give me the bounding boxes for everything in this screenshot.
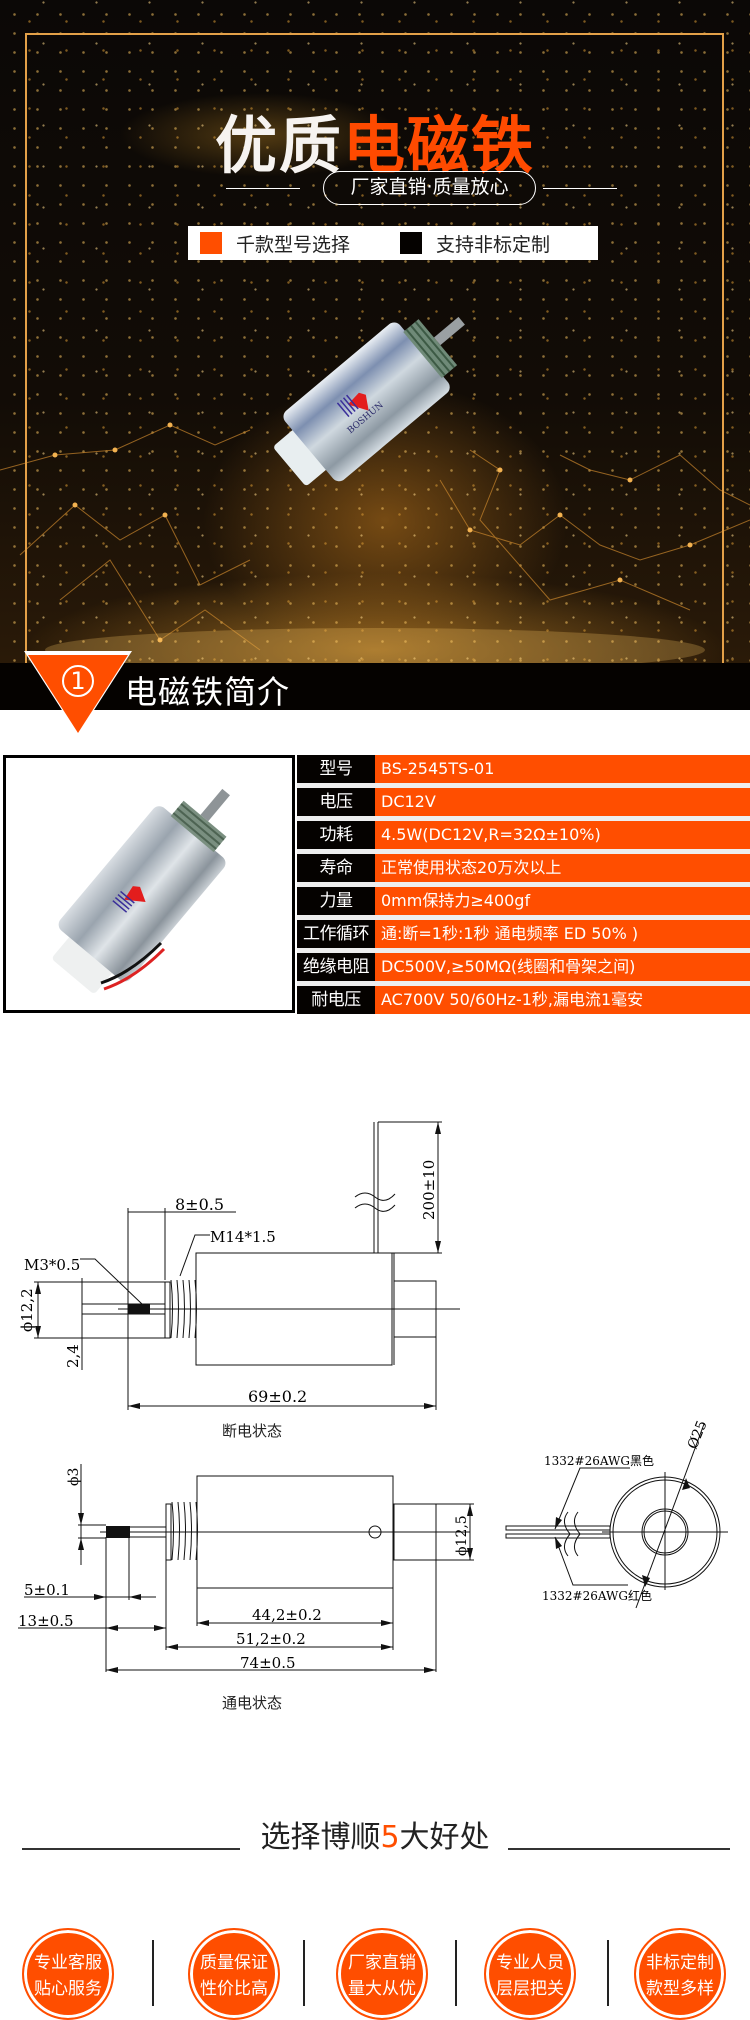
- feature-badges: 千款型号选择 支持非标定制: [188, 226, 598, 260]
- network-lines-decoration: [0, 422, 750, 663]
- svg-text:44,2±0.2: 44,2±0.2: [252, 1606, 322, 1624]
- svg-text:5±0.1: 5±0.1: [24, 1581, 70, 1599]
- benefits-heading: 选择博顺5大好处: [260, 1820, 490, 1855]
- spec-label: 工作循环: [297, 920, 375, 948]
- spec-value: BS-2545TS-01: [375, 755, 750, 783]
- svg-text:69±0.2: 69±0.2: [248, 1387, 307, 1406]
- row-separator: [297, 882, 750, 887]
- title-orange: 电磁铁: [343, 109, 536, 182]
- spec-value: DC500V,≥50MΩ(线圈和骨架之间): [375, 953, 750, 981]
- benefit-customer-service: 专业客服贴心服务: [22, 1928, 114, 2020]
- row-separator: [297, 849, 750, 854]
- spec-row-duty-cycle: 工作循环通:断=1秒:1秒 通电频率 ED 50% ): [297, 920, 750, 948]
- svg-text:Ø25: Ø25: [685, 1420, 711, 1451]
- benefit-inspection: 专业人员层层把关: [484, 1928, 576, 2020]
- banner-title: 优质电磁铁: [0, 95, 750, 185]
- caption-off-state: 断电状态: [222, 1422, 283, 1440]
- slogan-line-right: [543, 188, 617, 189]
- svg-text:13±0.5: 13±0.5: [18, 1612, 74, 1630]
- divider: [455, 1940, 457, 2006]
- slogan-line-left: [226, 188, 300, 189]
- svg-text:2,4: 2,4: [64, 1344, 82, 1368]
- spec-row-lifespan: 寿命正常使用状态20万次以上: [297, 854, 750, 882]
- orange-square-icon: [200, 232, 222, 254]
- row-separator: [297, 783, 750, 788]
- svg-text:ϕ3: ϕ3: [66, 1468, 82, 1486]
- svg-text:1332#26AWG黑色: 1332#26AWG黑色: [544, 1454, 654, 1468]
- svg-text:M3*0.5: M3*0.5: [24, 1256, 80, 1274]
- divider: [303, 1940, 305, 2006]
- row-separator: [297, 816, 750, 821]
- benefit-direct-sales: 厂家直销量大从优: [336, 1928, 428, 2020]
- divider: [152, 1940, 154, 2006]
- benefit-quality: 质量保证性价比高: [188, 1928, 280, 2020]
- heading-line-right: [508, 1848, 730, 1850]
- svg-text:51,2±0.2: 51,2±0.2: [236, 1630, 306, 1648]
- svg-text:8±0.5: 8±0.5: [175, 1195, 224, 1214]
- gold-sparkle-background: [0, 0, 750, 663]
- badge-model-choice: 千款型号选择: [236, 233, 351, 256]
- section-number-badge: 1: [62, 665, 94, 697]
- svg-text:1332#26AWG红色: 1332#26AWG红色: [542, 1588, 652, 1603]
- title-white: 优质: [214, 109, 343, 182]
- svg-text:74±0.5: 74±0.5: [240, 1654, 296, 1672]
- row-separator: [297, 948, 750, 953]
- spec-value: 通:断=1秒:1秒 通电频率 ED 50% ): [375, 920, 750, 948]
- spec-value: 正常使用状态20万次以上: [375, 854, 750, 882]
- spec-label: 寿命: [297, 854, 375, 882]
- solenoid-product-image: BOSHUN: [274, 316, 465, 486]
- svg-text:200±10: 200±10: [420, 1160, 438, 1220]
- drawing-on-state: 5±0.1 13±0.5 44,2±0.2 51,2±0.2 74±0.5 ϕ3…: [18, 1464, 474, 1673]
- spec-label: 电压: [297, 788, 375, 816]
- spec-value: 4.5W(DC12V,R=32Ω±10%): [375, 821, 750, 849]
- heading-line-left: [22, 1848, 240, 1850]
- spec-value: DC12V: [375, 788, 750, 816]
- slogan-pill: 厂家直销·质量放心: [323, 171, 536, 205]
- hero-banner: 优质电磁铁 厂家直销·质量放心 千款型号选择 支持非标定制 BOSHUN: [0, 0, 750, 663]
- section-title: 电磁铁简介: [125, 673, 291, 711]
- black-square-icon: [400, 232, 422, 254]
- svg-text:ϕ12,5: ϕ12,5: [454, 1515, 470, 1556]
- spec-label: 功耗: [297, 821, 375, 849]
- benefit-custom: 非标定制款型多样: [634, 1928, 726, 2020]
- gold-frame: [25, 33, 724, 663]
- svg-text:M14*1.5: M14*1.5: [210, 1228, 276, 1246]
- row-separator: [297, 981, 750, 986]
- badge-custom: 支持非标定制: [436, 233, 551, 256]
- drawing-end-view: 1332#26AWG黑色 1332#26AWG红色 Ø25: [505, 1420, 728, 1609]
- divider: [607, 1940, 609, 2006]
- caption-on-state: 通电状态: [222, 1694, 283, 1712]
- spec-label: 耐电压: [297, 986, 375, 1014]
- drawing-off-state: 8±0.5 M14*1.5 M3*0.5 69±0.2 200±10 ϕ12,2…: [18, 1121, 460, 1410]
- spec-product-image: [3, 755, 295, 1013]
- spec-label: 绝缘电阻: [297, 953, 375, 981]
- slogan-group: 厂家直销·质量放心: [188, 168, 617, 208]
- spec-value: AC700V 50/60Hz-1秒,漏电流1毫安: [375, 986, 750, 1014]
- row-separator: [297, 915, 750, 920]
- svg-text:ϕ12,2: ϕ12,2: [18, 1288, 36, 1332]
- spec-value: 0mm保持力≥400gf: [375, 887, 750, 915]
- spec-label: 型号: [297, 755, 375, 783]
- spec-label: 力量: [297, 887, 375, 915]
